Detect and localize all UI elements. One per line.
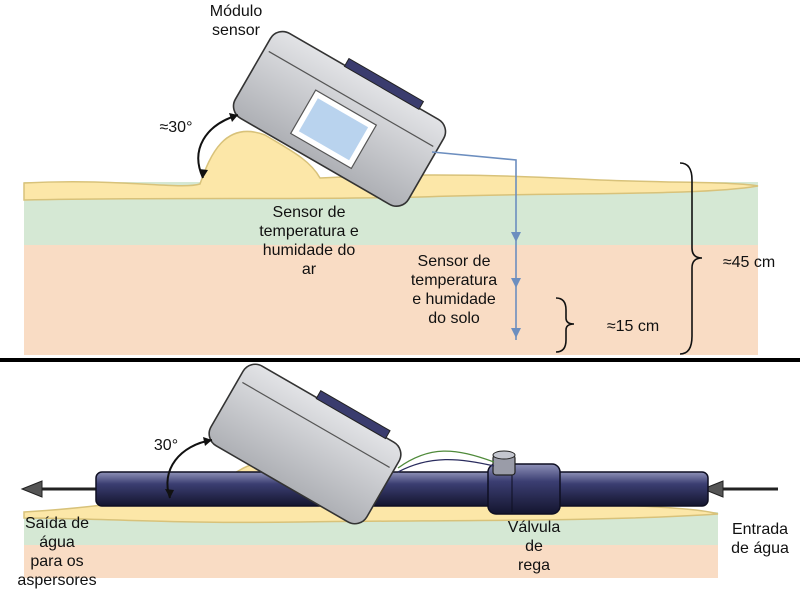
outlet-label: Saída de água para os aspersores — [17, 515, 97, 589]
soil-layer — [24, 245, 758, 355]
air-sensor-label: Sensor de temperatura e humidade do ar — [259, 204, 359, 278]
angle-arrow-tip — [229, 113, 238, 122]
probe-arrow-3 — [511, 328, 521, 338]
probe-arrow-1 — [511, 232, 521, 242]
valve-wire-dark — [397, 458, 495, 473]
probe-arrow-2 — [511, 278, 521, 288]
depth-bracket — [555, 297, 575, 353]
inlet-label: Entrada de água — [731, 521, 789, 557]
module-label: Módulo sensor — [209, 3, 263, 39]
soil-sensor-label: Sensor de temperatura e humidade do solo — [410, 253, 498, 327]
sensor-module — [232, 30, 447, 207]
outlet-arrow-head — [20, 480, 43, 498]
module-edge-bottom — [242, 381, 390, 468]
module-edge — [268, 50, 434, 147]
angle-arrow-base-bottom — [165, 489, 174, 498]
angle-label: ≈30° — [159, 119, 193, 136]
water-pipe — [95, 471, 709, 507]
sensor-module-bottom — [208, 363, 402, 525]
angle-arrow-tip-bottom — [203, 437, 212, 446]
irrigation-valve — [487, 450, 561, 515]
valve-cap — [492, 450, 516, 460]
bottom-panel — [20, 363, 778, 578]
total-depth-bracket — [679, 162, 703, 355]
solar-panel-bottom — [315, 390, 391, 440]
inlet-arrow-head — [701, 480, 724, 498]
total-depth-label: ≈45 cm — [722, 254, 776, 271]
top-panel — [23, 30, 759, 355]
valve-wire-green — [397, 450, 495, 469]
soil-layer-bottom — [24, 545, 718, 578]
solar-panel — [343, 57, 425, 110]
screen — [298, 98, 369, 161]
valve-body — [487, 463, 561, 515]
angle-label-bottom: 30° — [153, 437, 179, 454]
depth-label: ≈15 cm — [606, 318, 660, 335]
valve-label: Válvula de rega — [507, 519, 561, 574]
angle-arrow-base — [199, 169, 208, 178]
